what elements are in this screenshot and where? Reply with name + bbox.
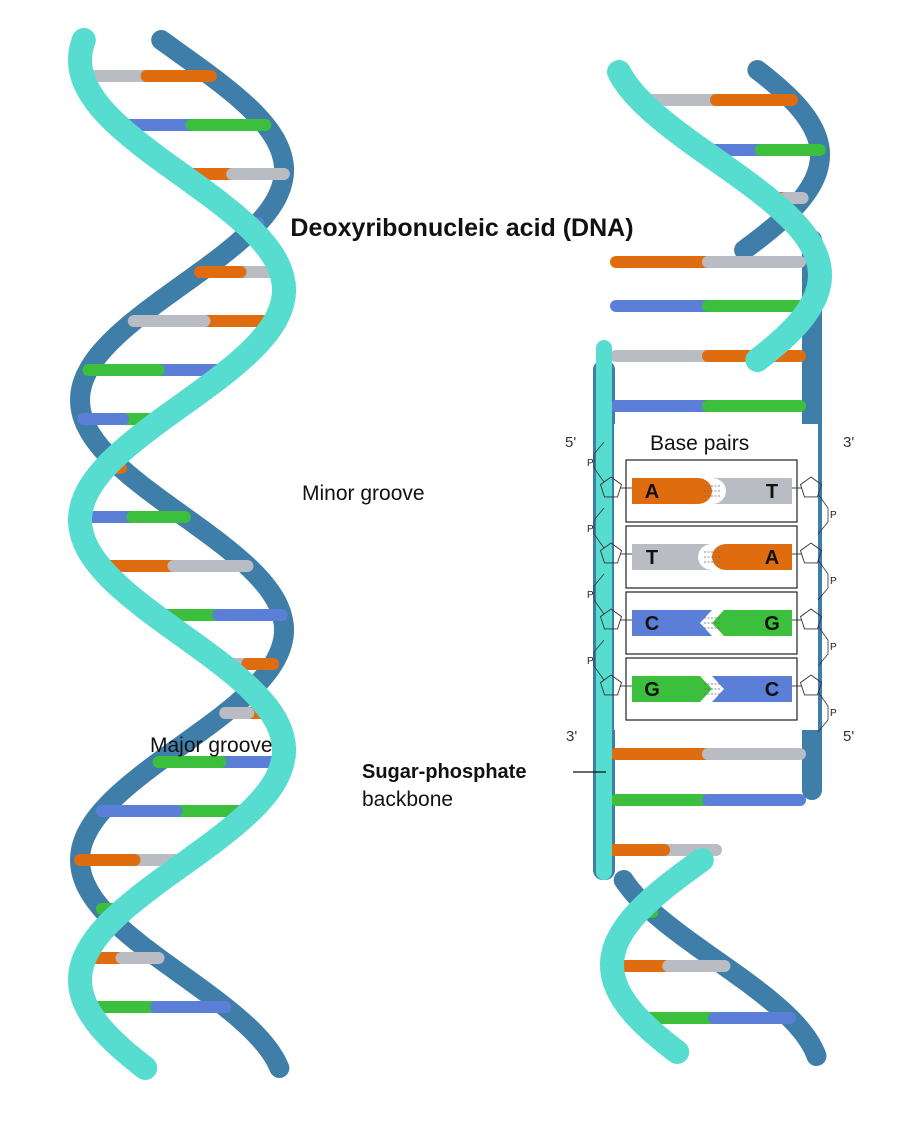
- base-letter-left: G: [644, 679, 660, 701]
- front-strand: [607, 60, 833, 372]
- base-letter-right: G: [764, 613, 780, 635]
- strand-end-label: 3': [843, 434, 854, 451]
- phosphate-link: [593, 441, 605, 483]
- sugar-ring: [599, 674, 623, 696]
- phosphate-label: P: [830, 642, 837, 653]
- front-strand: [599, 848, 714, 1064]
- base-letter-left: T: [646, 547, 658, 569]
- sugar-ring: [799, 674, 823, 696]
- phosphate-link: [593, 507, 605, 549]
- base-letter-left: C: [645, 613, 659, 635]
- phosphate-link: [593, 573, 605, 615]
- phosphate-label: P: [587, 458, 594, 469]
- base-letter-left: A: [645, 481, 659, 503]
- phosphate-label: P: [587, 590, 594, 601]
- sugar-ring: [799, 476, 823, 498]
- base-shape: [632, 676, 712, 702]
- phosphate-label: P: [587, 524, 594, 535]
- base-shape: [632, 544, 712, 570]
- phosphate-link: [593, 639, 605, 681]
- base-shape: [632, 610, 712, 636]
- base-shape: [712, 478, 792, 504]
- base-shape: [632, 478, 712, 504]
- phosphate-link: [817, 625, 829, 667]
- base-letter-right: A: [765, 547, 779, 569]
- base-shape: [712, 676, 792, 702]
- strand-end-label: 5': [843, 728, 854, 745]
- sugar-ring: [799, 608, 823, 630]
- phosphate-label: P: [830, 708, 837, 719]
- base-letter-right: C: [765, 679, 779, 701]
- base-letter-right: T: [766, 481, 778, 503]
- minor-groove-label: Minor groove: [302, 482, 425, 505]
- phosphate-label: P: [830, 576, 837, 587]
- phosphate-label: P: [830, 510, 837, 521]
- phosphate-link: [817, 691, 829, 733]
- right-unwound-helix: [593, 60, 833, 1066]
- strand-end-label: 5': [565, 434, 576, 451]
- phosphate-link: [817, 559, 829, 601]
- sugar-ring: [799, 542, 823, 564]
- phosphate-link: [817, 493, 829, 535]
- major-groove-label: Major groove: [150, 734, 273, 757]
- phosphate-label: P: [587, 656, 594, 667]
- backbone-label-line2: backbone: [362, 788, 453, 811]
- left-double-helix: [67, 28, 296, 1080]
- base-shape: [712, 610, 792, 636]
- back-strand: [69, 30, 294, 1078]
- diagram-title: Deoxyribonucleic acid (DNA): [290, 214, 633, 242]
- sugar-ring: [599, 542, 623, 564]
- backbone-label-line1: Sugar-phosphate: [362, 761, 526, 783]
- front-strand: [596, 340, 612, 880]
- base-pairs-panel: A T T A C G G C P P P P P P P P: [587, 424, 837, 733]
- sugar-ring: [599, 608, 623, 630]
- base-shape: [712, 544, 792, 570]
- sugar-ring: [599, 476, 623, 498]
- base-pairs-heading: Base pairs: [650, 432, 749, 455]
- strand-end-label: 3': [566, 728, 577, 745]
- front-strand: [67, 28, 296, 1080]
